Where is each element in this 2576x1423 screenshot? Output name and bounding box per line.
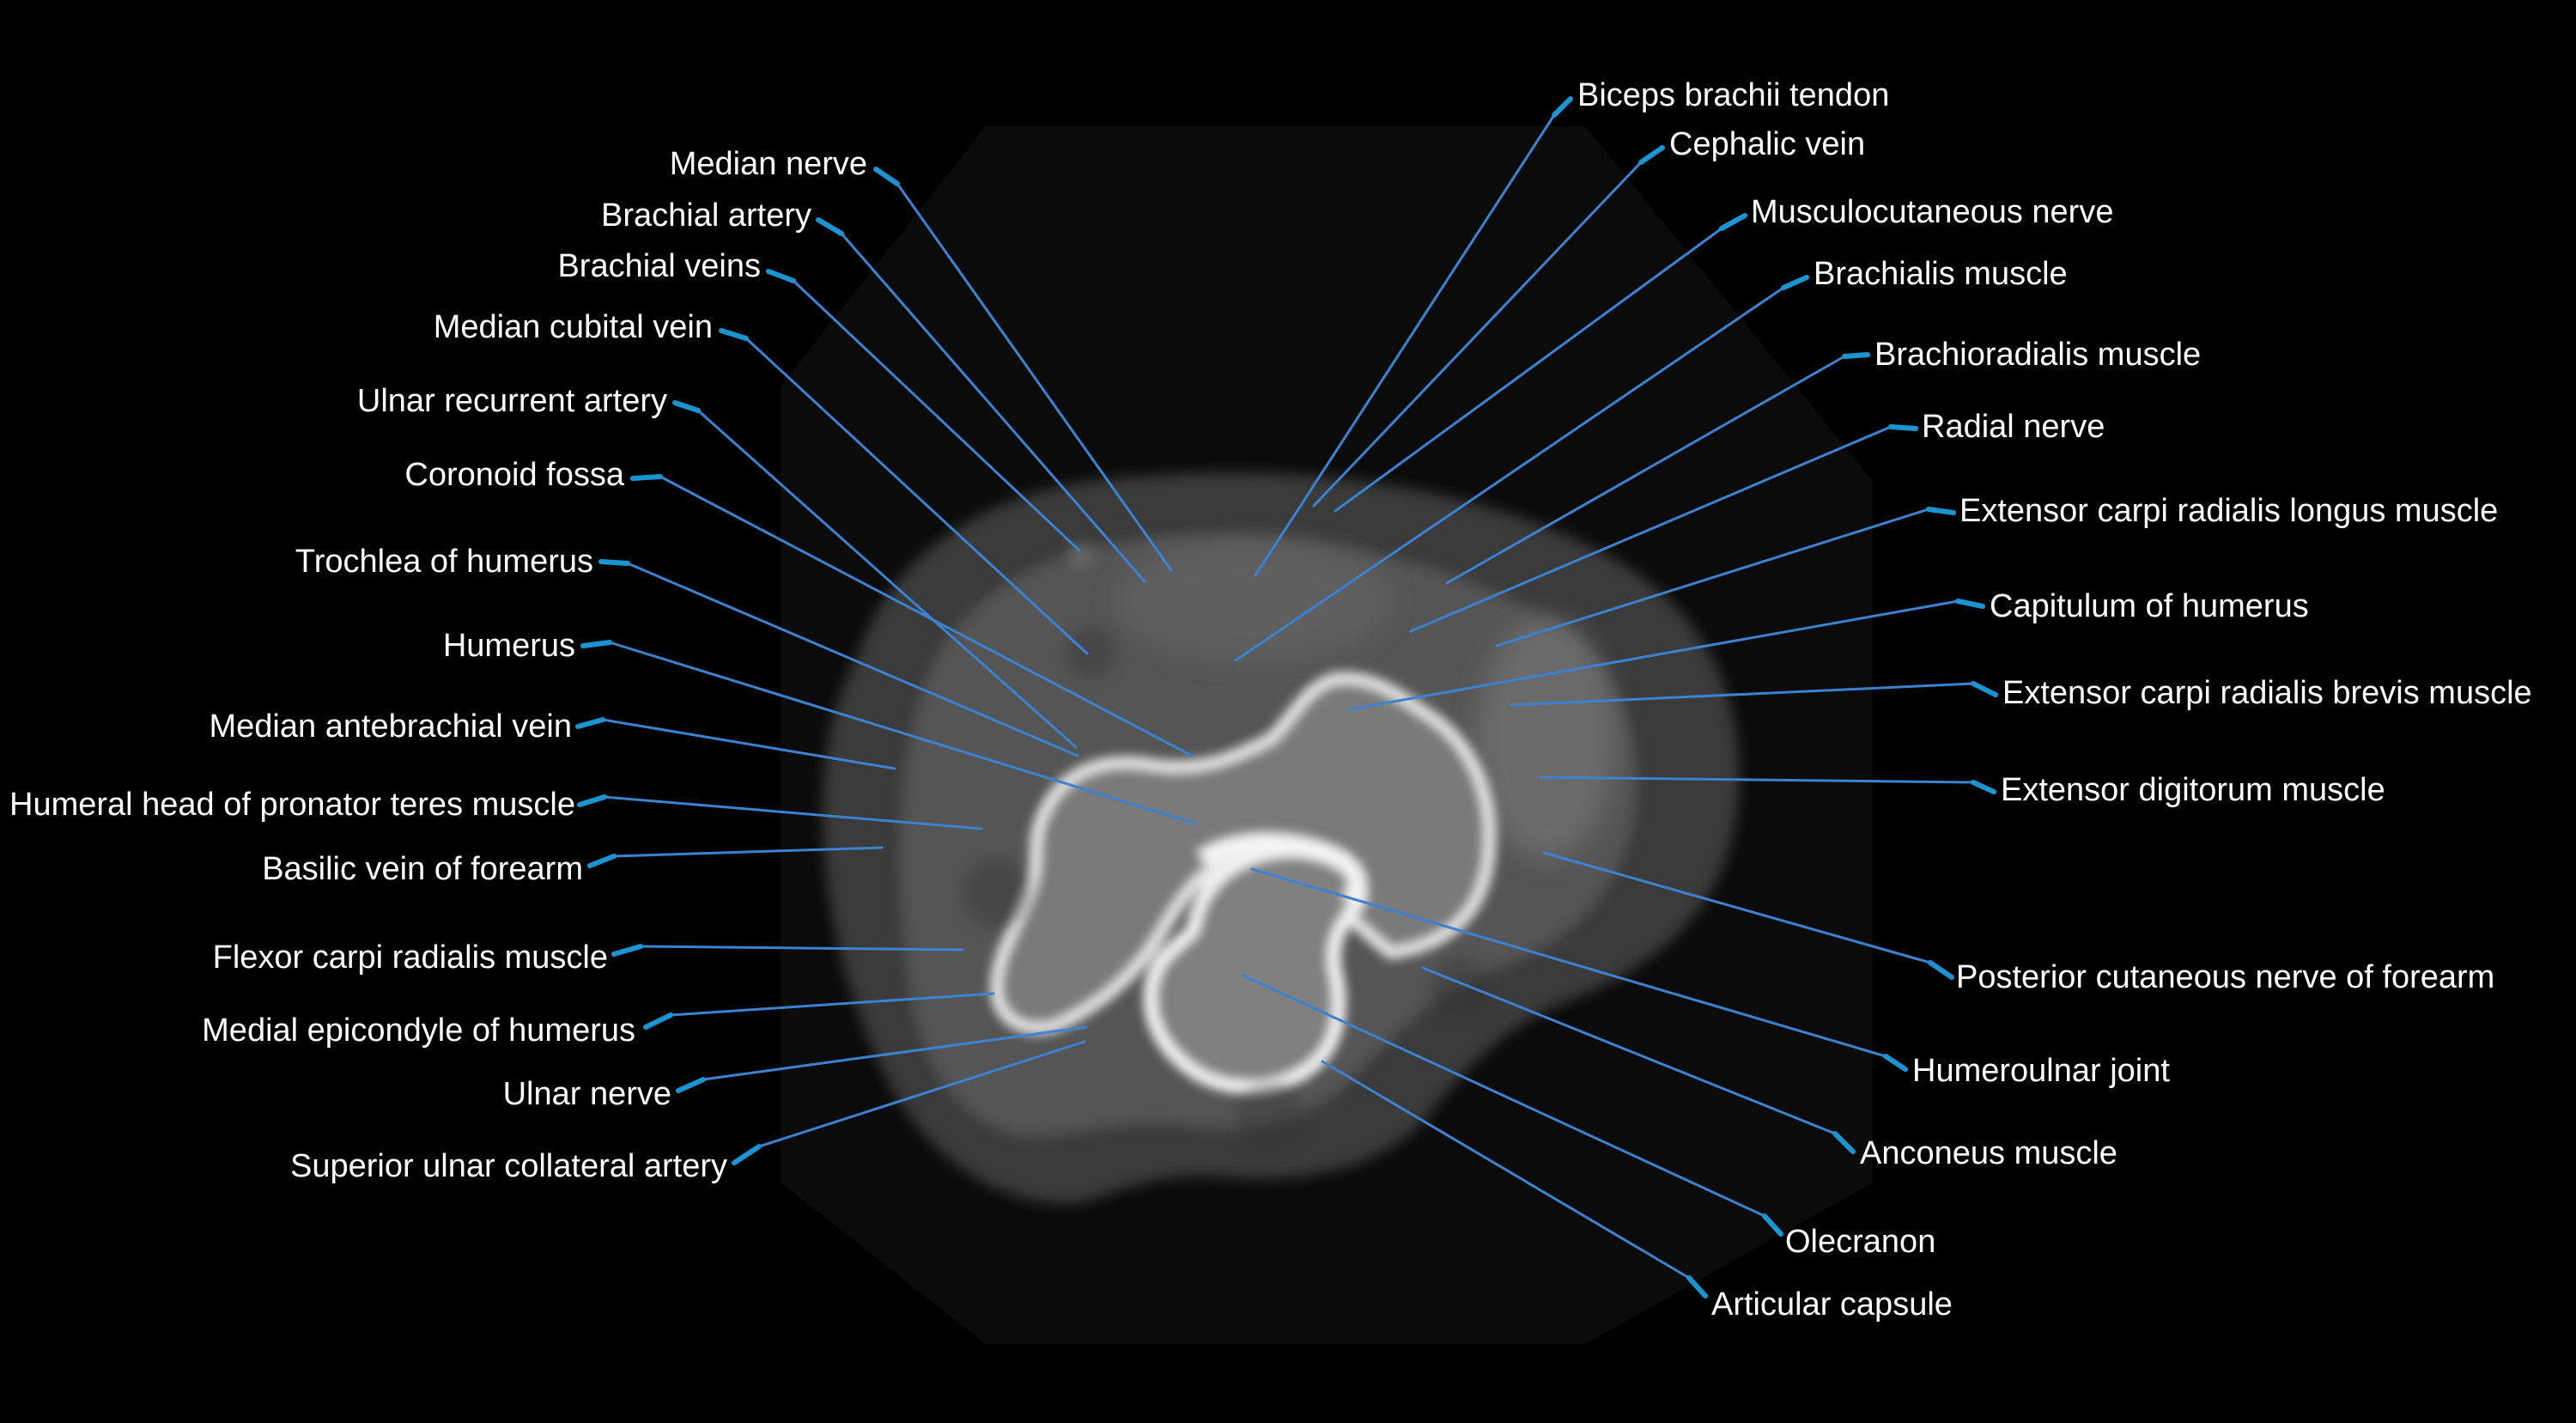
label-articular-capsule: Articular capsule — [1711, 1286, 1953, 1323]
label-brachial-veins: Brachial veins — [557, 248, 761, 284]
label-humerus: Humerus — [442, 628, 575, 664]
label-humeral-head-of-pronator-teres-muscle: Humeral head of pronator teres muscle — [9, 787, 575, 823]
label-musculocutaneous-nerve: Musculocutaneous nerve — [1751, 194, 2114, 230]
label-biceps-brachii-tendon: Biceps brachii tendon — [1577, 77, 1890, 113]
label-trochlea-of-humerus: Trochlea of humerus — [295, 544, 593, 580]
label-extensor-carpi-radialis-longus-muscle: Extensor carpi radialis longus muscle — [1959, 493, 2499, 529]
label-flexor-carpi-radialis-muscle: Flexor carpi radialis muscle — [212, 940, 608, 976]
brachialis-region — [1116, 541, 1391, 661]
label-humeroulnar-joint: Humeroulnar joint — [1912, 1053, 2170, 1089]
extensor-compartment — [1477, 618, 1614, 859]
label-ulnar-nerve: Ulnar nerve — [502, 1076, 671, 1112]
label-posterior-cutaneous-nerve-of-forearm: Posterior cutaneous nerve of forearm — [1956, 959, 2495, 995]
label-extensor-carpi-radialis-brevis-muscle: Extensor carpi radialis brevis muscle — [2002, 675, 2532, 711]
label-radial-nerve: Radial nerve — [1922, 409, 2105, 445]
label-cephalic-vein: Cephalic vein — [1669, 126, 1866, 162]
label-capitulum-of-humerus: Capitulum of humerus — [1990, 588, 2309, 624]
label-basilic-vein-of-forearm: Basilic vein of forearm — [262, 851, 583, 887]
label-coronoid-fossa: Coronoid fossa — [404, 457, 624, 493]
label-median-cubital-vein: Median cubital vein — [433, 309, 713, 345]
label-median-antebrachial-vein: Median antebrachial vein — [209, 708, 573, 745]
label-anconeus-muscle: Anconeus muscle — [1860, 1135, 2117, 1171]
label-brachioradialis-muscle: Brachioradialis muscle — [1874, 337, 2202, 373]
label-brachialis-muscle: Brachialis muscle — [1814, 256, 2068, 292]
label-median-nerve: Median nerve — [669, 146, 867, 182]
label-olecranon: Olecranon — [1785, 1224, 1936, 1260]
label-ulnar-recurrent-artery: Ulnar recurrent artery — [356, 383, 667, 419]
label-superior-ulnar-collateral-artery: Superior ulnar collateral artery — [289, 1148, 727, 1184]
label-extensor-digitorum-muscle: Extensor digitorum muscle — [2001, 772, 2385, 808]
label-brachial-artery: Brachial artery — [601, 198, 811, 234]
label-medial-epicondyle-of-humerus: Medial epicondyle of humerus — [202, 1013, 635, 1049]
